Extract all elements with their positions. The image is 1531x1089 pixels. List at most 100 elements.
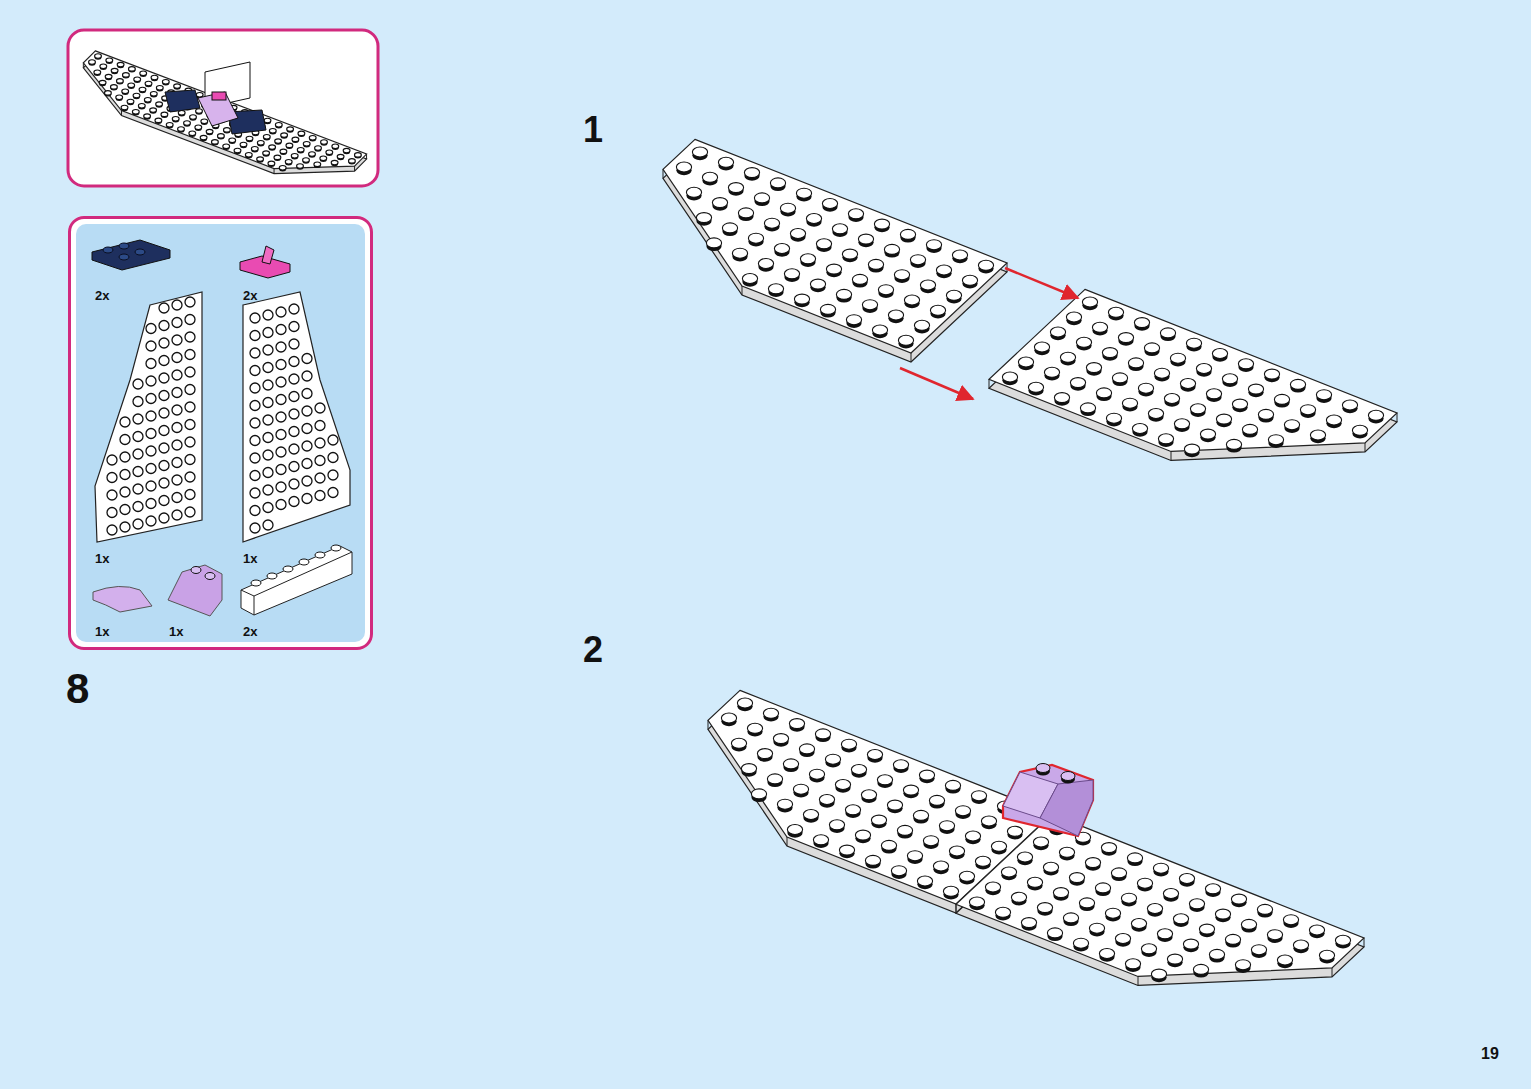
stud: [803, 810, 818, 820]
stud: [777, 799, 792, 809]
stud: [946, 290, 961, 300]
stud: [122, 89, 129, 94]
plate-edge: [1397, 413, 1398, 422]
stud: [829, 820, 844, 830]
stud: [354, 153, 361, 158]
stud: [887, 800, 902, 810]
stud: [348, 159, 355, 164]
stud: [172, 300, 182, 310]
stud: [172, 475, 182, 485]
stud: [768, 284, 783, 294]
stud: [315, 403, 325, 413]
stud: [1196, 364, 1211, 374]
stud: [297, 147, 304, 152]
stud: [205, 573, 215, 580]
stud: [1106, 413, 1121, 423]
stud: [822, 199, 837, 209]
stud: [1164, 394, 1179, 404]
stud: [926, 240, 941, 250]
stud: [1186, 338, 1201, 348]
stud: [800, 254, 815, 264]
stud: [1147, 904, 1162, 914]
stud: [1274, 394, 1289, 404]
stud: [1199, 924, 1214, 934]
stud: [122, 73, 129, 78]
stud: [1138, 383, 1153, 393]
stud: [156, 86, 163, 91]
stud: [250, 366, 260, 376]
stud: [1368, 410, 1383, 420]
stud: [1319, 950, 1334, 960]
stud: [315, 552, 325, 558]
stud: [116, 95, 123, 100]
stud: [1258, 409, 1273, 419]
stud: [1102, 348, 1117, 358]
stud: [120, 435, 130, 445]
stud: [722, 223, 737, 233]
stud: [263, 450, 273, 460]
stud: [1235, 960, 1250, 970]
stud: [702, 172, 717, 182]
part-count: 1x: [243, 552, 257, 565]
stud: [1121, 893, 1136, 903]
stud: [250, 418, 260, 428]
stud: [172, 510, 182, 520]
stud: [910, 255, 925, 265]
stud: [893, 760, 908, 770]
stud: [196, 92, 203, 97]
stud: [185, 297, 195, 307]
stud: [1047, 928, 1062, 938]
stud: [1066, 312, 1081, 322]
stud: [269, 145, 276, 150]
stud: [692, 147, 707, 157]
stud: [146, 429, 156, 439]
stud: [933, 861, 948, 871]
stud: [1021, 918, 1036, 928]
stud: [835, 780, 850, 790]
stud: [185, 507, 195, 517]
stud: [343, 148, 350, 153]
stud: [1144, 343, 1159, 353]
stud: [1092, 322, 1107, 332]
stud: [1183, 939, 1198, 949]
stud: [975, 856, 990, 866]
stud: [289, 322, 299, 332]
stud: [1209, 949, 1224, 959]
stud: [99, 80, 106, 85]
stud: [1115, 934, 1130, 944]
stud: [1264, 369, 1279, 379]
stud: [1076, 337, 1091, 347]
stud: [103, 247, 113, 253]
stud: [172, 493, 182, 503]
stud: [945, 780, 960, 790]
stud: [1089, 923, 1104, 933]
stud: [276, 430, 286, 440]
stud: [121, 105, 128, 110]
stud: [900, 229, 915, 239]
stud: [309, 152, 316, 157]
stud: [223, 128, 230, 133]
stud: [263, 380, 273, 390]
stud: [971, 791, 986, 801]
stud: [159, 373, 169, 383]
stud: [302, 476, 312, 486]
stud: [321, 140, 328, 145]
stud: [1342, 400, 1357, 410]
stud: [156, 102, 163, 107]
stud: [263, 151, 270, 156]
slope-part: [168, 565, 222, 616]
stud: [146, 341, 156, 351]
stud: [1043, 862, 1058, 872]
stud: [1151, 969, 1166, 979]
wedge-plate-part: [95, 292, 202, 542]
stud: [810, 279, 825, 289]
stud: [128, 67, 135, 72]
stud: [159, 496, 169, 506]
stud: [275, 123, 282, 128]
stud: [1335, 935, 1350, 945]
stud: [696, 213, 711, 223]
stud: [159, 461, 169, 471]
stud: [706, 238, 721, 248]
stud: [1180, 379, 1195, 389]
stud: [865, 855, 880, 865]
